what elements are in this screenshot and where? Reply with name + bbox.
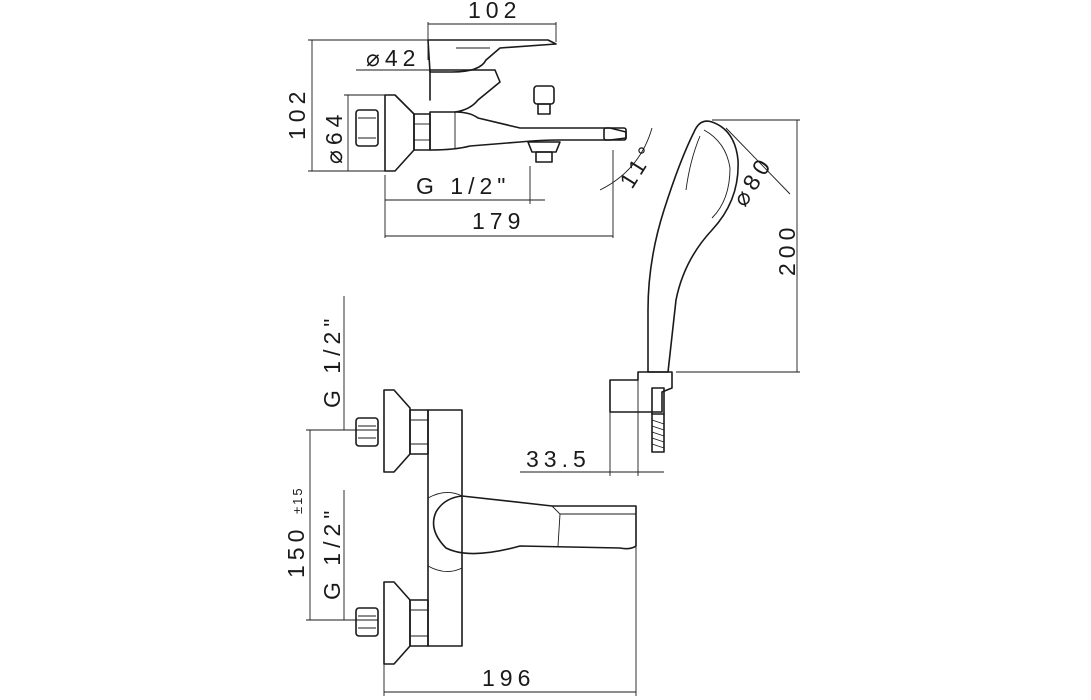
dim-holder-width: 33.5 — [526, 446, 591, 472]
top-view-mixer — [355, 39, 627, 172]
top-view-dimensions — [308, 22, 653, 238]
dim-thread-top: G 1/2" — [416, 173, 510, 199]
dim-thread-front-upper: G 1/2" — [319, 314, 345, 408]
front-view-mixer — [355, 389, 637, 665]
dim-escutcheon-diameter: ⌀64 — [321, 110, 347, 164]
dim-front-depth: 196 — [482, 665, 535, 691]
front-view-dimensions — [306, 296, 637, 696]
dim-spout-length: 179 — [472, 208, 525, 234]
dim-top-height: 102 — [284, 87, 310, 140]
dim-thread-front-lower: G 1/2" — [319, 506, 345, 600]
hand-shower — [609, 120, 739, 453]
dim-centres: 150 — [283, 525, 309, 578]
dim-centres-tolerance: ±15 — [290, 486, 305, 514]
dim-lever-diameter: ⌀42 — [366, 45, 420, 71]
dim-head-diameter: ⌀80 — [727, 151, 778, 211]
dim-top-width: 102 — [468, 0, 521, 23]
dim-handshower-length: 200 — [774, 223, 800, 276]
hand-shower-dimensions — [520, 119, 800, 476]
dim-spout-angle: 11° — [614, 138, 662, 193]
